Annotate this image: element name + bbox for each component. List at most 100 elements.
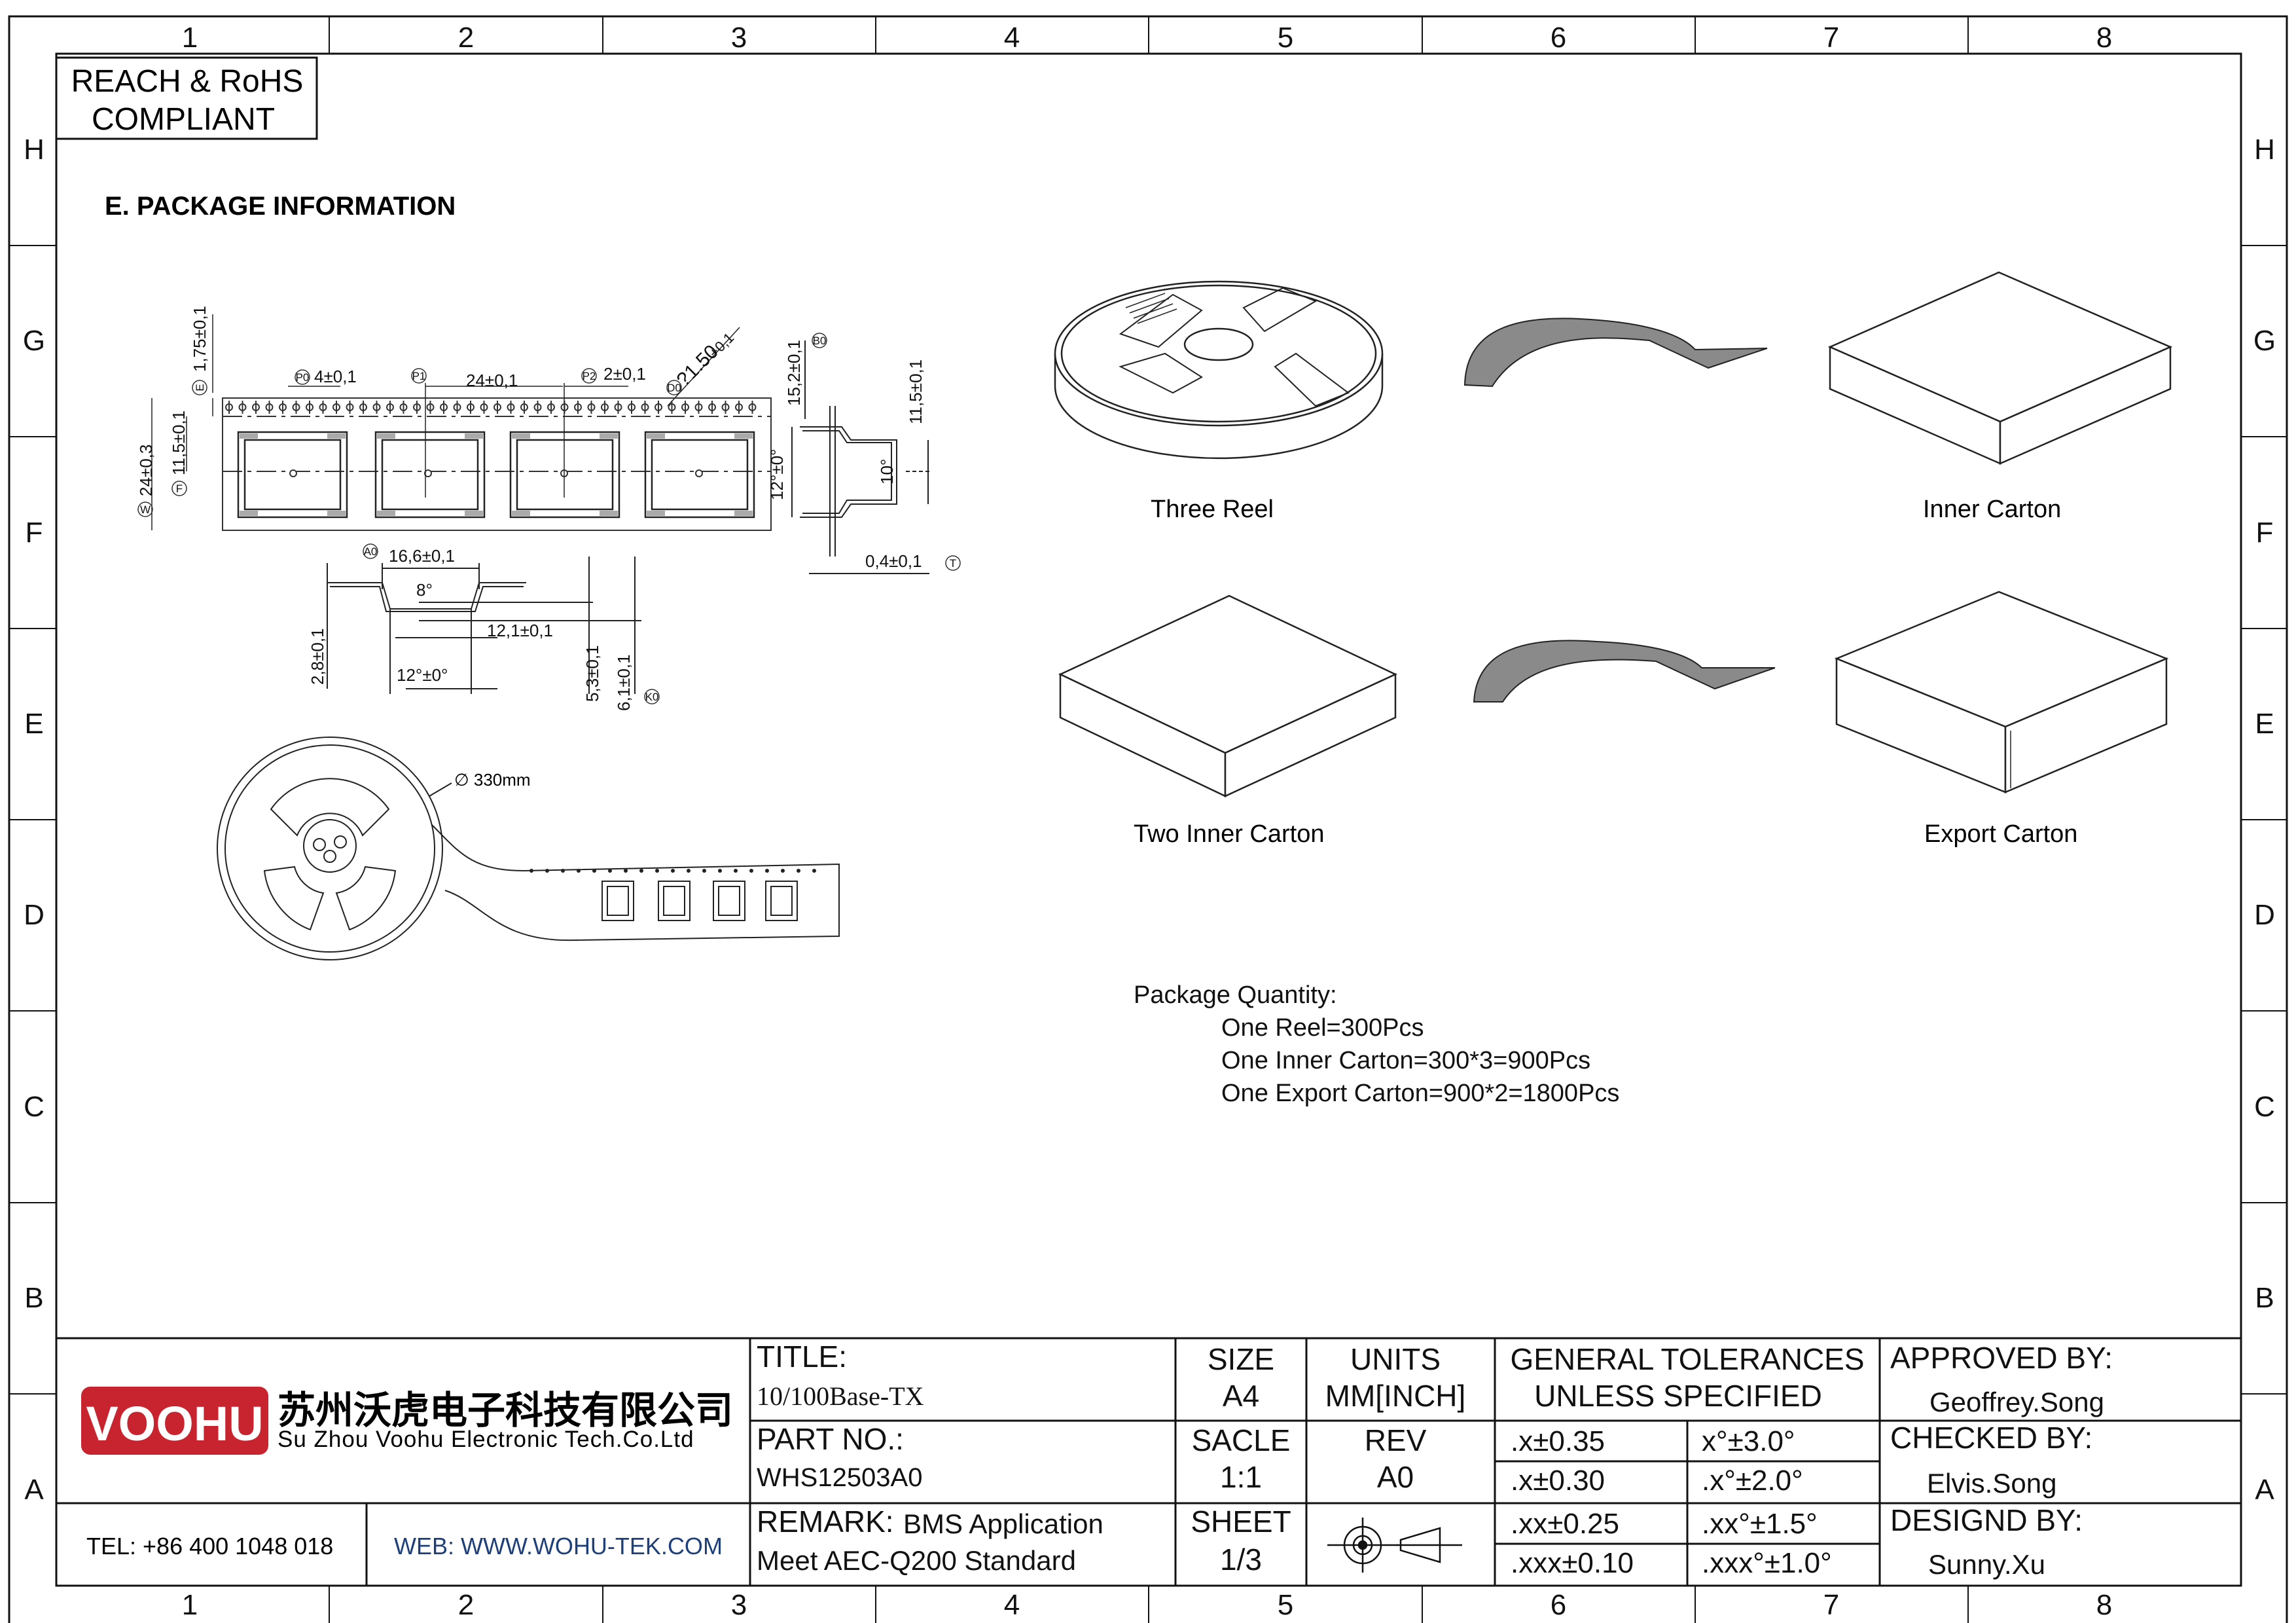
row-label-right: G — [2253, 325, 2276, 357]
web-link[interactable]: WEB: WWW.WOHU-TEK.COM — [394, 1533, 723, 1559]
sheet-value: 1/3 — [1220, 1542, 1262, 1577]
col-label-top: 5 — [1278, 22, 1293, 54]
company-chinese-name: 苏州沃虎电子科技有限公司 — [278, 1389, 733, 1432]
company-english-name: Su Zhou Voohu Electronic Tech.Co.Ltd — [278, 1427, 694, 1452]
tol-angle-2: .x°±2.0° — [1702, 1465, 1803, 1497]
reel-diameter-label: ∅ 330mm — [454, 770, 531, 790]
package-quantity: Package Quantity: One Reel=300Pcs One In… — [1134, 981, 1619, 1107]
remark-value-1: BMS Application — [903, 1508, 1103, 1539]
col-label-bottom: 7 — [1823, 1589, 1839, 1621]
dim-p1-value: 24±0,1 — [466, 371, 518, 390]
reel-with-tape — [217, 737, 840, 960]
section-title: E. PACKAGE INFORMATION — [105, 192, 456, 221]
tol-angle-4: .xxx°±1.0° — [1702, 1547, 1832, 1579]
three-reel-illustration — [1054, 280, 1384, 460]
checked-value: Elvis.Song — [1927, 1468, 2056, 1499]
designed-value: Sunny.Xu — [1928, 1549, 2045, 1580]
tol-linear-2: .x±0.30 — [1511, 1465, 1605, 1497]
col-label-bottom: 8 — [2096, 1589, 2112, 1621]
voohu-logo: VOOHU — [81, 1387, 268, 1455]
compliance-line1: REACH & RoHS — [71, 64, 304, 99]
row-label-right: C — [2254, 1091, 2275, 1123]
tol-linear-4: .xxx±0.10 — [1511, 1547, 1634, 1579]
col-label-bottom: 2 — [458, 1589, 474, 1621]
remark-label: REMARK: — [757, 1504, 894, 1539]
col-label-top: 4 — [1004, 22, 1020, 54]
row-label-right: F — [2256, 517, 2274, 549]
dim-angle-10: 10° — [877, 459, 897, 484]
col-label-bottom: 5 — [1278, 1589, 1293, 1621]
dim-k0-tag: K0 — [645, 691, 659, 703]
row-label-right: E — [2255, 708, 2274, 740]
tol-angle-1: x°±3.0° — [1702, 1425, 1795, 1457]
size-value: A4 — [1223, 1379, 1259, 1413]
quantity-heading: Package Quantity: — [1134, 981, 1337, 1009]
third-angle-projection-icon — [1327, 1518, 1462, 1573]
sprocket-holes — [225, 401, 757, 414]
tolerance-title-2: UNLESS SPECIFIED — [1534, 1379, 1822, 1413]
dim-bottom-angle: 12°±0° — [397, 665, 448, 685]
dim-p1-tag: P1 — [412, 370, 426, 382]
three-reel-caption: Three Reel — [1151, 496, 1274, 523]
scale-value: 1:1 — [1220, 1460, 1262, 1494]
dim-a0-value: 16,6±0,1 — [389, 546, 455, 566]
col-label-top: 1 — [182, 22, 198, 54]
part-value: WHS12503A0 — [757, 1463, 922, 1492]
pocket-section — [327, 556, 641, 694]
compliance-line2: COMPLIANT — [92, 102, 275, 137]
dim-f-value: 11,5±0,1 — [169, 410, 188, 475]
tolerance-title-1: GENERAL TOLERANCES — [1510, 1342, 1864, 1376]
dim-121-value: 12,1±0,1 — [487, 621, 553, 640]
curved-arrow-2 — [1473, 640, 1776, 702]
dim-t-value: 0,4±0,1 — [865, 551, 922, 571]
col-label-top: 7 — [1823, 22, 1839, 54]
rev-value: A0 — [1377, 1460, 1414, 1494]
quantity-line3: One Export Carton=900*2=1800Pcs — [1221, 1080, 1619, 1107]
rev-label: REV — [1365, 1423, 1427, 1457]
tape-side-view — [791, 340, 929, 574]
dim-right-value: 11,5±0,1 — [906, 359, 925, 424]
dim-53-value: 5,3±0,1 — [583, 645, 602, 702]
checked-label: CHECKED BY: — [1890, 1421, 2092, 1455]
dim-t-tag: T — [950, 557, 956, 570]
title-block-fields: TITLE: 10/100Base-TX PART NO.: WHS12503A… — [757, 1340, 2113, 1580]
row-label-left: A — [24, 1474, 44, 1506]
row-label-left: H — [24, 134, 45, 166]
compliance-box: REACH & RoHS COMPLIANT — [55, 56, 318, 140]
tel-text: TEL: +86 400 1048 018 — [86, 1533, 333, 1559]
row-label-left: B — [24, 1282, 43, 1314]
col-label-bottom: 3 — [731, 1589, 747, 1621]
pocket-section-labels: 16,6±0,1 8° 12,1±0,1 2,8±0,1 12°±0° 5,3±… — [308, 546, 634, 711]
dim-p0-value: 4±0,1 — [314, 367, 357, 386]
carrier-tape-top-view — [151, 314, 772, 531]
zone-ticks — [9, 16, 2287, 1623]
col-label-top: 2 — [458, 22, 474, 54]
col-label-top: 8 — [2096, 22, 2112, 54]
title-value: 10/100Base-TX — [757, 1381, 924, 1411]
title-block-grid — [56, 1337, 2241, 1586]
dim-w-value: 24±0,3 — [136, 445, 156, 496]
dim-d0-tag: D0 — [667, 382, 681, 394]
row-label-left: G — [23, 325, 45, 357]
col-label-top: 6 — [1551, 22, 1566, 54]
dim-k0-value: 6,1±0,1 — [614, 654, 634, 711]
approved-label: APPROVED BY: — [1890, 1341, 2113, 1375]
dim-a0-tag: A0 — [364, 545, 378, 558]
inner-carton-box — [1827, 271, 2173, 465]
export-carton-caption: Export Carton — [1924, 820, 2077, 848]
col-label-top: 3 — [731, 22, 747, 54]
dim-p2-value: 2±0,1 — [603, 364, 646, 384]
inner-carton-caption: Inner Carton — [1923, 496, 2061, 523]
dim-p0-tag: P0 — [296, 371, 310, 384]
col-label-bottom: 6 — [1551, 1589, 1566, 1621]
row-label-right: D — [2254, 899, 2275, 931]
part-label: PART NO.: — [757, 1422, 904, 1456]
dim-w-tag: W — [140, 503, 151, 516]
row-label-right: A — [2255, 1474, 2274, 1506]
units-label: UNITS — [1350, 1342, 1441, 1376]
logo-text: VOOHU — [86, 1396, 263, 1451]
two-inner-carton-box — [1058, 594, 1397, 797]
dim-e-tag: E — [194, 384, 206, 391]
side-view-labels: 15,2±0,1 12°±0° 10° 11,5±0,1 0,4±0,1 — [767, 340, 925, 571]
